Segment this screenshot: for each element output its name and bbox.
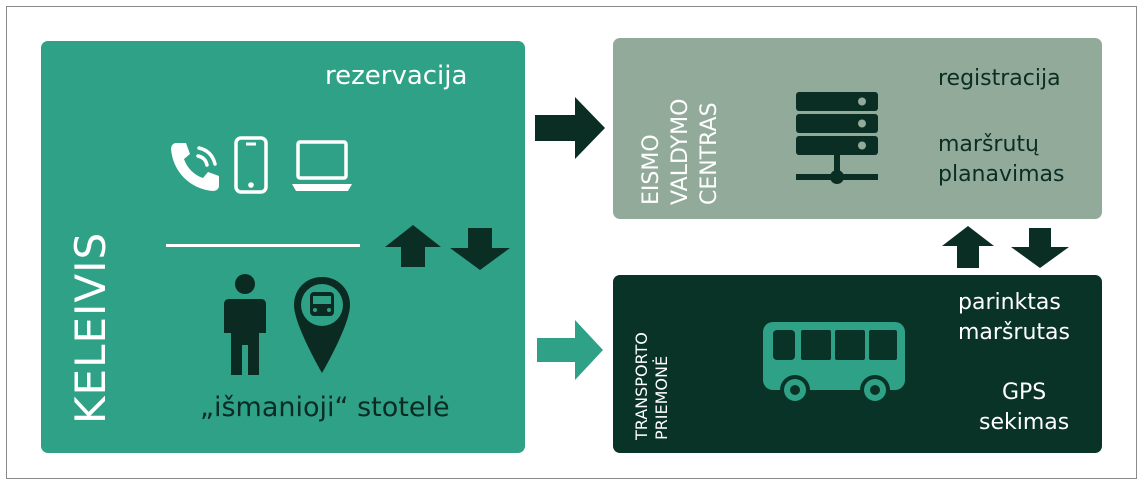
up-arrow-icon <box>942 226 994 268</box>
selected-route-label: parinktas maršrutas <box>958 290 1070 345</box>
route-planning-label: maršrutų planavimas <box>938 132 1065 187</box>
diagram-frame <box>6 6 1137 479</box>
phone-icon <box>171 143 219 191</box>
person-icon <box>224 274 266 375</box>
down-arrow-icon <box>1011 228 1069 268</box>
smart-stop-label: „išmanioji“ stotelė <box>200 392 450 423</box>
bus-stop-pin-icon <box>294 277 350 373</box>
down-arrow-icon <box>450 228 510 270</box>
right-arrow-dark-icon <box>535 97 605 159</box>
server-icon <box>796 92 878 184</box>
vehicle-title: TRANSPORTO PRIEMONĖ <box>632 332 671 440</box>
up-arrow-icon <box>385 225 441 267</box>
passenger-box <box>41 41 525 453</box>
bus-icon <box>763 322 905 405</box>
reservation-label: rezervacija <box>325 61 468 91</box>
gps-tracking-label: GPS sekimas <box>979 380 1070 435</box>
smartphone-icon <box>234 136 268 194</box>
passenger-title: KELEIVIS <box>66 231 115 424</box>
registration-label: registracija <box>938 66 1061 91</box>
laptop-icon <box>292 140 352 191</box>
divider <box>166 244 360 247</box>
right-arrow-light-icon <box>537 320 603 380</box>
control-center-title: EISMO VALDYMO CENTRAS <box>639 98 722 205</box>
